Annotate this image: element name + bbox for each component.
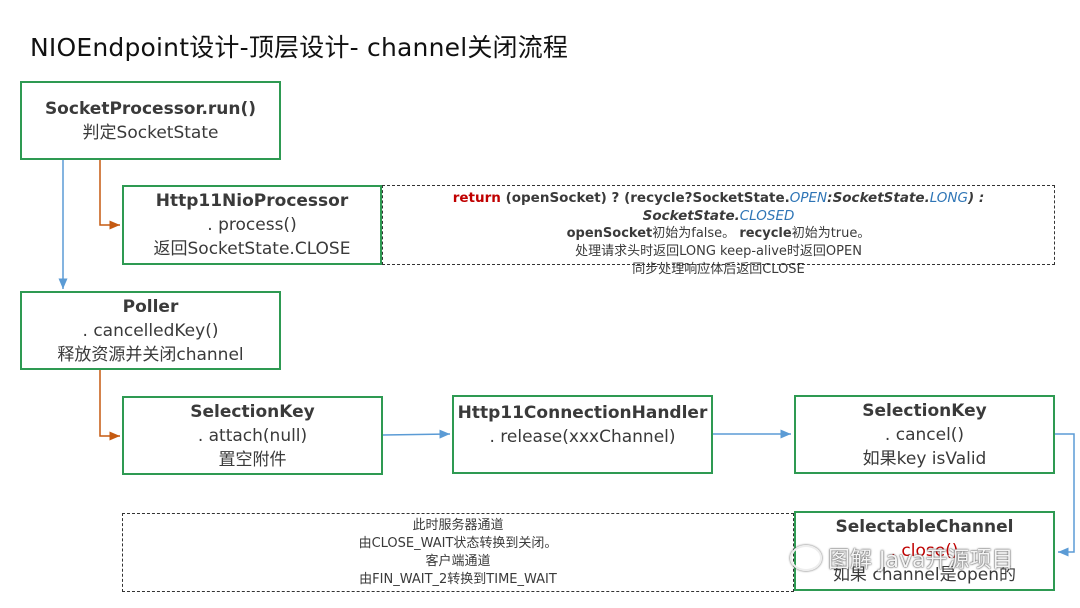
box-line-close: . close() [890, 541, 959, 561]
close-note-line1: 此时服务器通道 [412, 518, 504, 533]
close-note-line4: 由FIN_WAIT_2转换到TIME_WAIT [359, 572, 557, 587]
arrow-selectionkey2-to-channel [1055, 433, 1075, 557]
http11-processor-box: Http11NioProcessor . process() 返回SocketS… [122, 185, 382, 265]
selection-key-cancel-box: SelectionKey . cancel() 如果key isValid [794, 395, 1055, 474]
box-line: 置空附件 [218, 449, 287, 470]
socket-processor-box: SocketProcessor.run() 判定SocketState [20, 81, 281, 160]
arrow-poller-to-selectionkey [99, 370, 120, 441]
box-title: SelectionKey [862, 400, 987, 421]
return-note-line1: return (openSocket) ? (recycle?SocketSta… [452, 190, 985, 224]
box-line: 返回SocketState.CLOSE [153, 239, 351, 259]
arrow-socket-to-http11 [99, 160, 120, 230]
box-line: 判定SocketState [82, 122, 219, 143]
close-note-line3: 客户端通道 [425, 554, 491, 569]
arrow-selectionkey-to-handler [382, 429, 451, 439]
page-title: NIOEndpoint设计-顶层设计- channel关闭流程 [30, 33, 569, 62]
close-note-line2: 由CLOSE_WAIT状态转换到关闭。 [358, 536, 558, 551]
box-line: . cancel() [884, 424, 965, 445]
box-line: . release(xxxChannel) [489, 427, 676, 447]
box-title: SelectableChannel [835, 517, 1014, 537]
box-title: SocketProcessor.run() [44, 98, 257, 119]
box-line: 如果key isValid [862, 448, 987, 469]
return-note-line2: openSocket初始为false。 recycle初始为true。 [566, 226, 871, 241]
connection-handler-box: Http11ConnectionHandler . release(xxxCha… [452, 395, 713, 474]
box-line: . process() [207, 215, 297, 235]
close-state-note: 此时服务器通道 由CLOSE_WAIT状态转换到关闭。 客户端通道 由FIN_W… [122, 513, 794, 592]
box-title: Http11NioProcessor [155, 191, 349, 211]
box-line: . attach(null) [197, 425, 308, 446]
return-note: return (openSocket) ? (recycle?SocketSta… [382, 185, 1055, 277]
box-title: SelectionKey [190, 401, 315, 422]
box-line: 如果 channel是open的 [832, 565, 1017, 585]
poller-box: Poller . cancelledKey() 释放资源并关闭channel [20, 291, 281, 370]
box-line: 释放资源并关闭channel [57, 344, 244, 365]
wechat-icon [790, 545, 822, 571]
box-title: Http11ConnectionHandler [457, 403, 708, 423]
return-note-line3: 处理请求头时返回LONG keep-alive时返回OPEN [575, 244, 862, 259]
selection-key-attach-box: SelectionKey . attach(null) 置空附件 [122, 396, 383, 475]
box-title: Poller [122, 296, 179, 317]
selectable-channel-box: SelectableChannel . close() 如果 channel是o… [794, 511, 1055, 591]
box-line: . cancelledKey() [82, 320, 219, 341]
return-note-line4: 同步处理响应体后返回CLOSE [632, 262, 805, 277]
watermark-text: 图解 Java开源项目 [828, 548, 1014, 573]
watermark: 图解 Java开源项目 [790, 542, 1013, 574]
